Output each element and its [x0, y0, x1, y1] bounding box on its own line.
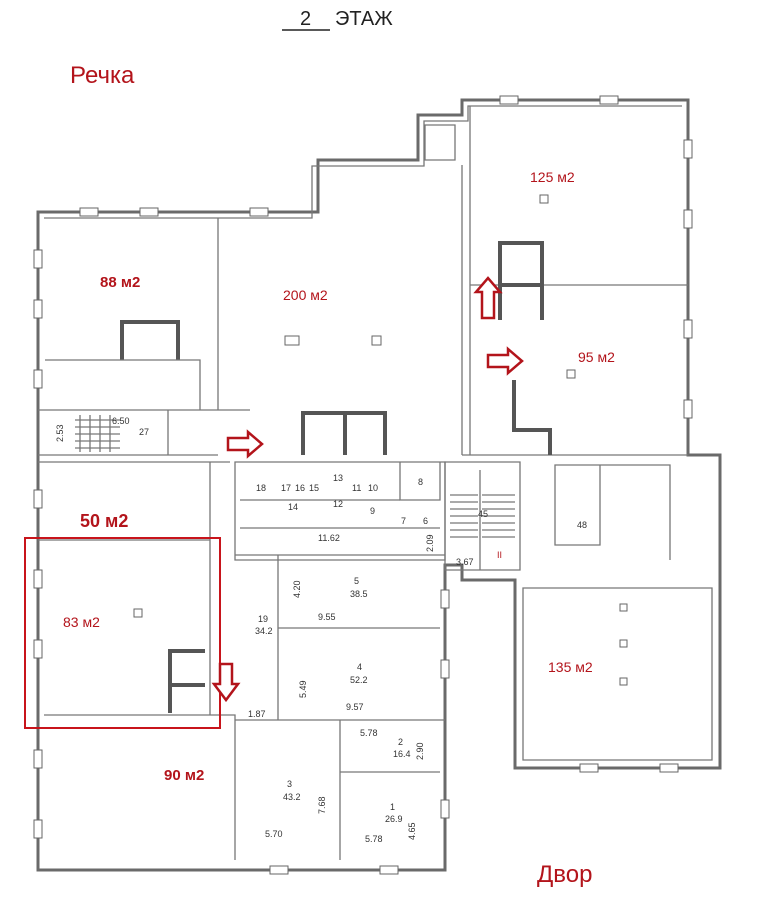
svg-text:52.2: 52.2: [350, 675, 368, 685]
svg-text:5.78: 5.78: [365, 834, 383, 844]
svg-text:27: 27: [139, 427, 149, 437]
area-label-200: 200 м2: [283, 287, 328, 303]
svg-text:9.57: 9.57: [346, 702, 364, 712]
svg-text:8: 8: [418, 477, 423, 487]
yard-label: Двор: [537, 861, 592, 888]
svg-text:18: 18: [256, 483, 266, 493]
svg-text:9: 9: [370, 506, 375, 516]
svg-text:11.62: 11.62: [318, 533, 340, 543]
floor-title: ЭТАЖ: [335, 8, 393, 30]
outer-walls: [36, 98, 722, 872]
area-label-135: 135 м2: [548, 659, 593, 675]
svg-text:5.78: 5.78: [360, 728, 378, 738]
svg-text:5.49: 5.49: [298, 680, 308, 698]
arrow-right-icon: [226, 429, 264, 459]
svg-text:1.87: 1.87: [248, 709, 266, 719]
svg-text:19: 19: [258, 614, 268, 624]
svg-text:1: 1: [390, 802, 395, 812]
svg-text:7: 7: [401, 516, 406, 526]
area-label-125: 125 м2: [530, 169, 575, 185]
svg-text:5.70: 5.70: [265, 829, 283, 839]
svg-text:2.90: 2.90: [415, 742, 425, 760]
svg-text:15: 15: [309, 483, 319, 493]
area-label-90: 90 м2: [164, 767, 204, 784]
svg-text:11: 11: [352, 483, 361, 493]
svg-text:43.2: 43.2: [283, 792, 301, 802]
svg-text:II: II: [497, 550, 502, 560]
svg-text:14: 14: [288, 502, 298, 512]
svg-text:48: 48: [577, 520, 587, 530]
svg-text:4: 4: [357, 662, 362, 672]
svg-text:2.53: 2.53: [55, 424, 65, 442]
floor-number: 2: [300, 8, 311, 30]
svg-text:10: 10: [368, 483, 378, 493]
area-label-50: 50 м2: [80, 511, 128, 531]
svg-text:6: 6: [423, 516, 428, 526]
svg-text:3.67: 3.67: [456, 557, 474, 567]
svg-text:16: 16: [295, 483, 305, 493]
svg-text:3: 3: [287, 779, 292, 789]
svg-text:34.2: 34.2: [255, 626, 273, 636]
interior-walls: [38, 106, 713, 860]
svg-text:38.5: 38.5: [350, 589, 368, 599]
svg-text:5: 5: [354, 576, 359, 586]
area-label-95: 95 м2: [578, 349, 615, 365]
svg-text:26.9: 26.9: [385, 814, 403, 824]
svg-text:4.65: 4.65: [407, 822, 417, 840]
svg-text:45: 45: [478, 509, 488, 519]
svg-text:13: 13: [333, 473, 343, 483]
svg-text:9.55: 9.55: [318, 612, 336, 622]
svg-text:2.09: 2.09: [425, 534, 435, 552]
svg-text:6.50: 6.50: [112, 416, 130, 426]
river-label: Речка: [70, 62, 135, 89]
arrow-right-icon: [486, 346, 524, 376]
svg-text:17: 17: [281, 483, 291, 493]
arrow-down-icon: [211, 662, 241, 703]
area-label-83: 83 м2: [63, 614, 100, 630]
arrow-up-icon: [473, 276, 503, 320]
windows: [33, 95, 693, 875]
svg-text:12: 12: [333, 499, 343, 509]
svg-text:16.4: 16.4: [393, 749, 411, 759]
staircase-45: [450, 494, 515, 538]
svg-text:7.68: 7.68: [317, 796, 327, 814]
svg-text:4.20: 4.20: [292, 580, 302, 598]
staircase-27: [75, 415, 120, 452]
room-annotations: 27 6.50 2.53 18 17 16 15 13 11 10 14 12 …: [55, 416, 587, 844]
svg-text:2: 2: [398, 737, 403, 747]
area-label-88: 88 м2: [100, 274, 140, 291]
highlighted-unit-83[interactable]: [24, 537, 221, 729]
